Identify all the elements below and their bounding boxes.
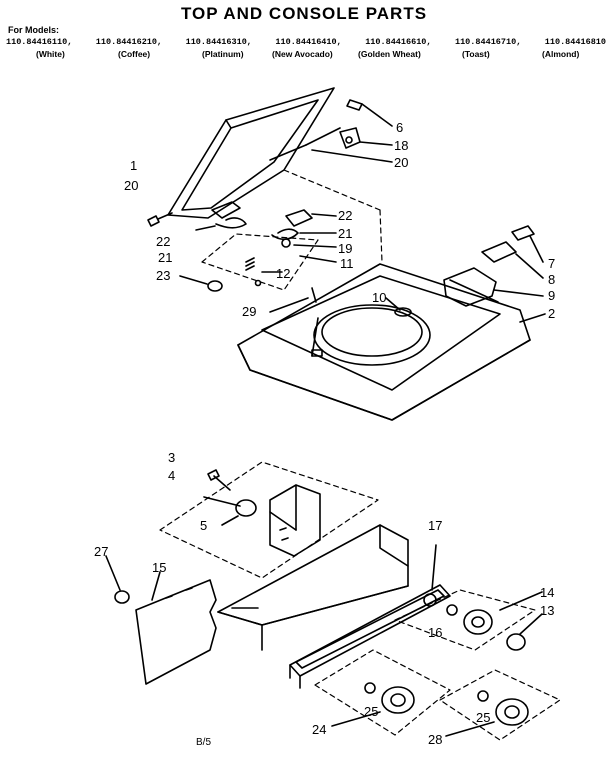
model-number: 110.84416710, xyxy=(454,37,522,47)
top-panel xyxy=(237,263,531,421)
model-color: (Almond) xyxy=(542,49,580,59)
callout: 8 xyxy=(548,272,555,287)
callout: 21 xyxy=(338,226,352,241)
callout: 7 xyxy=(548,256,555,271)
assembly-dash-lines xyxy=(159,169,561,741)
switch-housing xyxy=(443,267,544,307)
callout: 17 xyxy=(428,518,442,533)
lid-hinge-right xyxy=(271,209,337,263)
lid-hinge-left xyxy=(195,201,247,231)
callout: 12 xyxy=(276,266,290,281)
callout: 5 xyxy=(200,518,207,533)
console-cap xyxy=(105,555,130,604)
model-color: (Platinum) xyxy=(202,49,244,59)
callout: 25 xyxy=(476,710,490,725)
callout: 22 xyxy=(338,208,352,223)
callout: 24 xyxy=(312,722,326,737)
model-color: (White) xyxy=(36,49,65,59)
top-clip xyxy=(385,297,412,317)
page-footer: B/5 xyxy=(196,737,212,748)
lid-switch xyxy=(481,225,544,279)
callout: 22 xyxy=(156,234,170,249)
callout: 23 xyxy=(156,268,170,283)
lid-screw xyxy=(147,212,173,227)
model-number: 110.84416110, xyxy=(6,37,73,47)
callout: 3 xyxy=(168,450,175,465)
model-color: (Coffee) xyxy=(118,49,151,59)
model-number: 110.84416610, xyxy=(365,37,432,47)
callout: 11 xyxy=(340,256,354,271)
lid-bumper xyxy=(179,275,223,292)
callout-labels: 1 20 6 18 20 22 21 19 11 12 23 22 21 7 8… xyxy=(94,120,555,747)
callout: 18 xyxy=(394,138,408,153)
model-number: 110.84416410, xyxy=(275,37,342,47)
top-pin xyxy=(269,287,317,313)
callout: 9 xyxy=(548,288,555,303)
rear-panel xyxy=(135,571,217,685)
callout: 29 xyxy=(242,304,256,319)
callout: 13 xyxy=(540,603,554,618)
model-number: 110.84416210, xyxy=(95,37,163,47)
callout: 20 xyxy=(124,178,138,193)
hinge-bracket xyxy=(339,127,393,149)
lid-frame xyxy=(167,87,335,219)
callout: 28 xyxy=(428,732,442,747)
control-knob-bottom xyxy=(445,690,529,737)
control-knob-right xyxy=(446,591,543,651)
model-number: 110.84416810 xyxy=(544,37,606,47)
callout: 14 xyxy=(540,585,554,600)
page-title: TOP AND CONSOLE PARTS xyxy=(180,4,428,23)
panel-callout-line xyxy=(519,313,546,323)
callout: 1 xyxy=(130,158,137,173)
model-color: (Golden Wheat) xyxy=(358,49,421,59)
callout: 21 xyxy=(158,250,172,265)
callout: 15 xyxy=(152,560,166,575)
callout: 27 xyxy=(94,544,108,559)
control-knob-left xyxy=(331,682,415,727)
callout: 16 xyxy=(428,625,442,640)
model-color: (New Avocado) xyxy=(272,49,333,59)
callout: 25 xyxy=(364,704,378,719)
model-number-row: 110.84416110, 110.84416210, 110.84416310… xyxy=(6,37,606,47)
hinge-rod xyxy=(269,144,307,161)
lid-spring xyxy=(245,257,283,287)
model-number: 110.84416310, xyxy=(185,37,252,47)
callout: 4 xyxy=(168,468,175,483)
callout: 6 xyxy=(396,120,403,135)
console-base xyxy=(217,524,409,651)
callout: 10 xyxy=(372,290,386,305)
callout: 2 xyxy=(548,306,555,321)
callout: 19 xyxy=(338,241,352,256)
model-color: (Toast) xyxy=(462,49,490,59)
models-label: For Models: xyxy=(8,25,59,35)
console-panel xyxy=(289,544,451,689)
timer xyxy=(203,469,321,557)
callout: 20 xyxy=(394,155,408,170)
hinge-screw xyxy=(346,99,393,127)
